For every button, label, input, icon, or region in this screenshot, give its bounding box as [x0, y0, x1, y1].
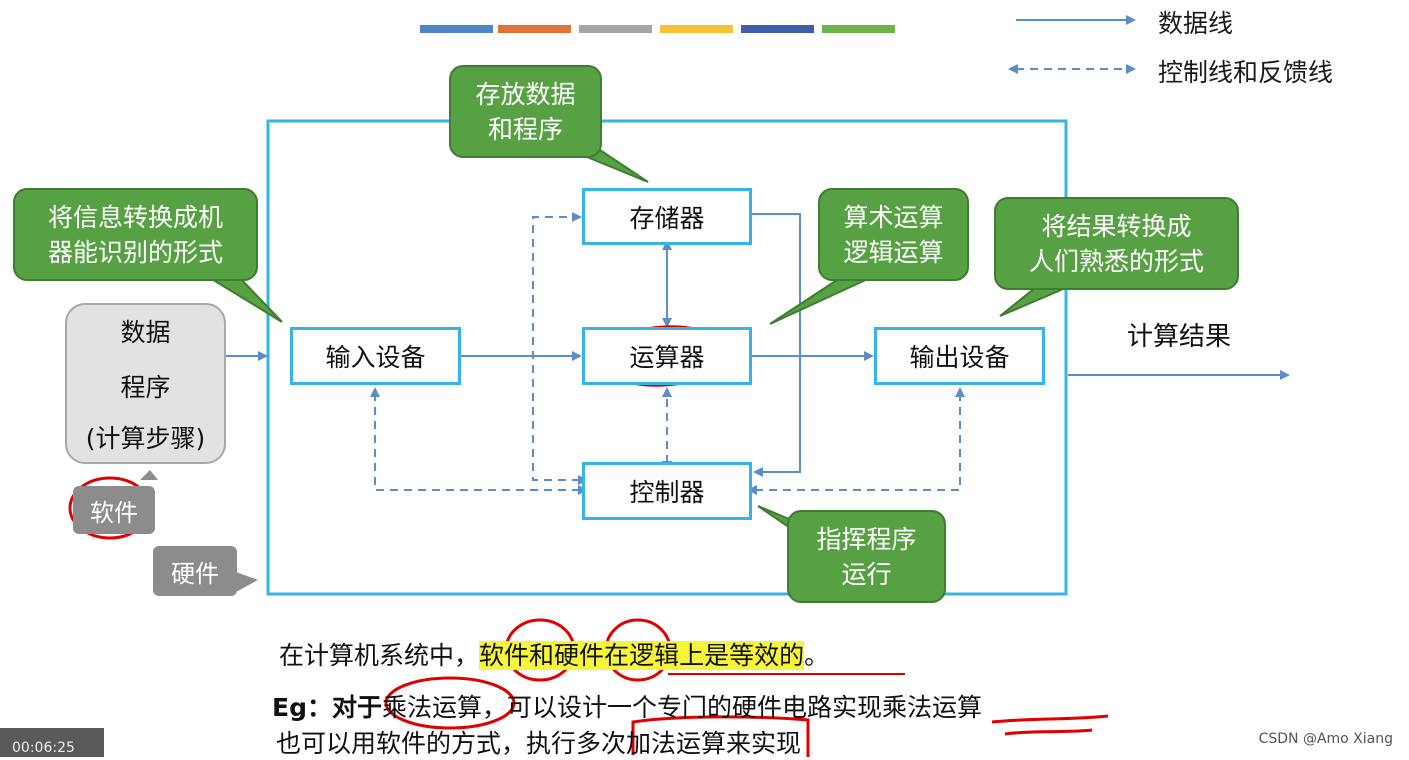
- color-strip-5: [741, 25, 814, 33]
- legend-data-line-label: 数据线: [1158, 9, 1234, 38]
- software-tag-tail: [140, 470, 158, 480]
- color-strip-6: [822, 25, 895, 33]
- memory-callout: 存放数据 和程序: [449, 65, 602, 158]
- arrow-memory-to-controller: [752, 213, 801, 477]
- input-callout: 将信息转换成机 器能识别的形式: [13, 188, 258, 281]
- example-line-2: 也可以用软件的方式，执行多次加法运算来实现: [276, 724, 801, 760]
- color-strip-1: [420, 25, 493, 33]
- statement-prefix: 在计算机系统中，: [279, 641, 480, 670]
- video-timestamp: 00:06:25: [0, 728, 104, 757]
- alu-callout-tail: [769, 277, 871, 325]
- alu-callout-text: 算术运算 逻辑运算: [843, 202, 944, 267]
- color-strip-2: [498, 25, 571, 33]
- csdn-watermark: CSDN @Amo Xiang: [1258, 731, 1393, 747]
- ctrl-controller-output: [747, 387, 965, 495]
- controller-callout-text: 指挥程序 运行: [816, 524, 917, 589]
- red-underline-multiplication: [991, 714, 1109, 724]
- statement-and: 和: [529, 641, 555, 670]
- example-2-c: 来实现: [726, 729, 802, 758]
- statement-software: 软件: [479, 641, 530, 670]
- red-underline-multiplication-2: [1004, 728, 1093, 736]
- example-line-1: Eg：对于乘法运算，可以设计一个专门的硬件电路实现乘法运算: [272, 688, 982, 724]
- legend-control-line-label: 控制线和反馈线: [1158, 58, 1334, 87]
- computer-frame: [266, 119, 1068, 596]
- bubble-data-label: 数据: [120, 318, 171, 347]
- red-circle-eg-multiplication: [384, 676, 516, 730]
- example-2-b: 多次加法运算: [576, 729, 727, 758]
- data-program-bubble: 数据 程序 (计算步骤): [65, 303, 226, 464]
- statement-rest: 在逻辑上是等效的: [604, 641, 805, 670]
- statement-hardware: 硬件: [554, 641, 605, 670]
- hardware-tag: 硬件: [153, 546, 237, 596]
- hardware-tag-tail: [236, 572, 258, 592]
- software-tag: 软件: [73, 486, 155, 534]
- controller-callout: 指挥程序 运行: [787, 510, 946, 603]
- bubble-program-label: 程序: [120, 373, 171, 402]
- memory-callout-text: 存放数据 和程序: [475, 79, 576, 144]
- equivalence-statement: 在计算机系统中，软件和硬件在逻辑上是等效的。: [279, 636, 829, 672]
- memory-box: 存储器: [582, 188, 752, 245]
- example-1-a: Eg：对于: [272, 693, 382, 722]
- statement-end: 。: [804, 641, 830, 670]
- result-label: 计算结果: [1127, 322, 1232, 352]
- alu-box: 运算器: [582, 327, 752, 385]
- input-device-box: 输入设备: [290, 327, 461, 385]
- example-2-a: 也可以用软件的方式，执行: [276, 729, 577, 758]
- input-callout-text: 将信息转换成机 器能识别的形式: [47, 202, 223, 267]
- example-1-d: 乘法运算: [882, 693, 983, 722]
- color-strip-4: [660, 25, 733, 33]
- color-strip-3: [579, 25, 652, 33]
- alu-callout: 算术运算 逻辑运算: [818, 188, 969, 281]
- output-callout: 将结果转换成 人们熟悉的形式: [994, 197, 1239, 290]
- controller-box: 控制器: [582, 462, 752, 520]
- output-callout-text: 将结果转换成 人们熟悉的形式: [1028, 211, 1204, 276]
- output-device-box: 输出设备: [874, 327, 1045, 385]
- example-1-b: 乘法运算: [381, 693, 482, 722]
- red-box-multiple-additions: [631, 715, 810, 757]
- ctrl-controller-input: [370, 387, 588, 495]
- ctrl-controller-memory: [532, 212, 588, 485]
- example-1-c: ，可以设计一个专门的硬件电路实现: [482, 693, 883, 722]
- bubble-steps-label: (计算步骤): [85, 424, 206, 453]
